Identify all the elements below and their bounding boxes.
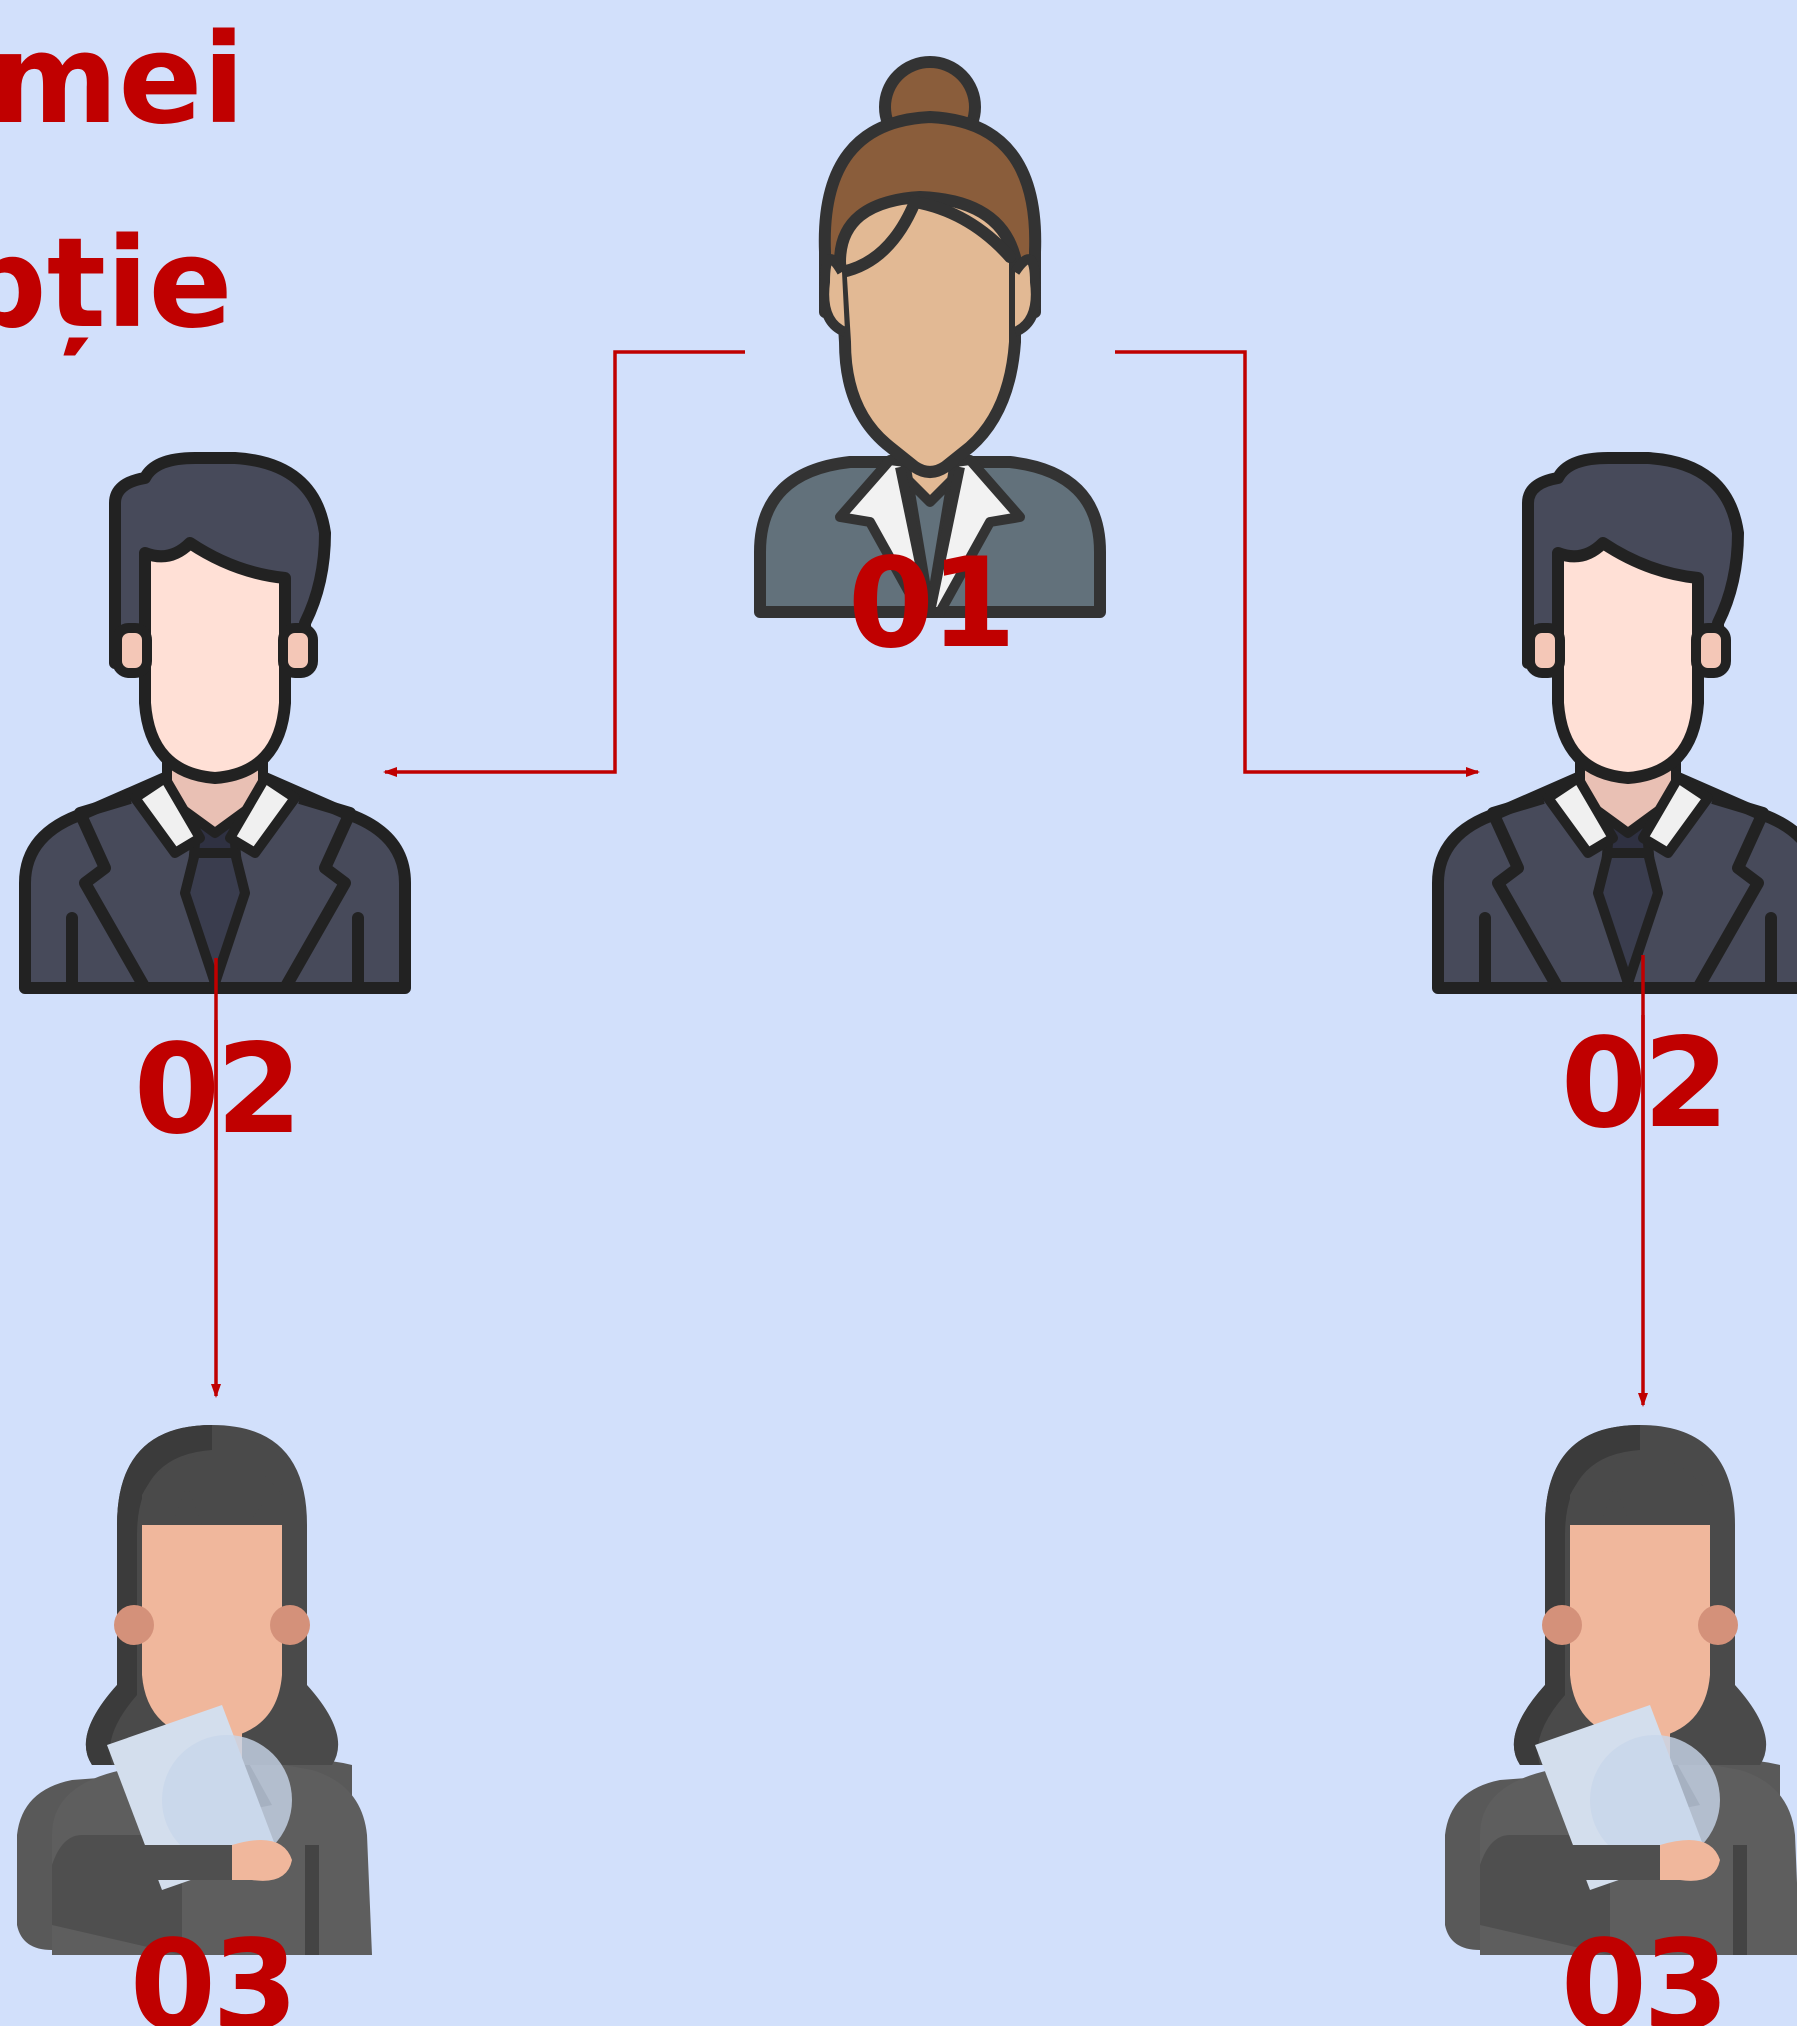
node-mid-right-icon [1438, 458, 1797, 988]
title-line-1: rmei [0, 8, 245, 152]
connector-top-to-mid-right [1115, 350, 1480, 777]
connectors [383, 350, 1480, 777]
node-bottom-right-icon [1445, 1425, 1797, 1955]
connectors-vertical [211, 955, 1648, 1407]
node-mid-right-label: 02 [1560, 1012, 1730, 1156]
connector-top-to-mid-left [383, 350, 745, 777]
node-bottom-right-label: 03 [1560, 1914, 1730, 2026]
title-line-2: pție [0, 212, 233, 356]
node-top-icon [760, 62, 1100, 612]
node-bottom-left-icon [17, 1425, 372, 1955]
node-top-label: 01 [847, 532, 1017, 676]
node-mid-left-label: 02 [133, 1018, 303, 1162]
node-mid-left-icon [25, 458, 405, 988]
node-bottom-left-label: 03 [129, 1914, 299, 2026]
